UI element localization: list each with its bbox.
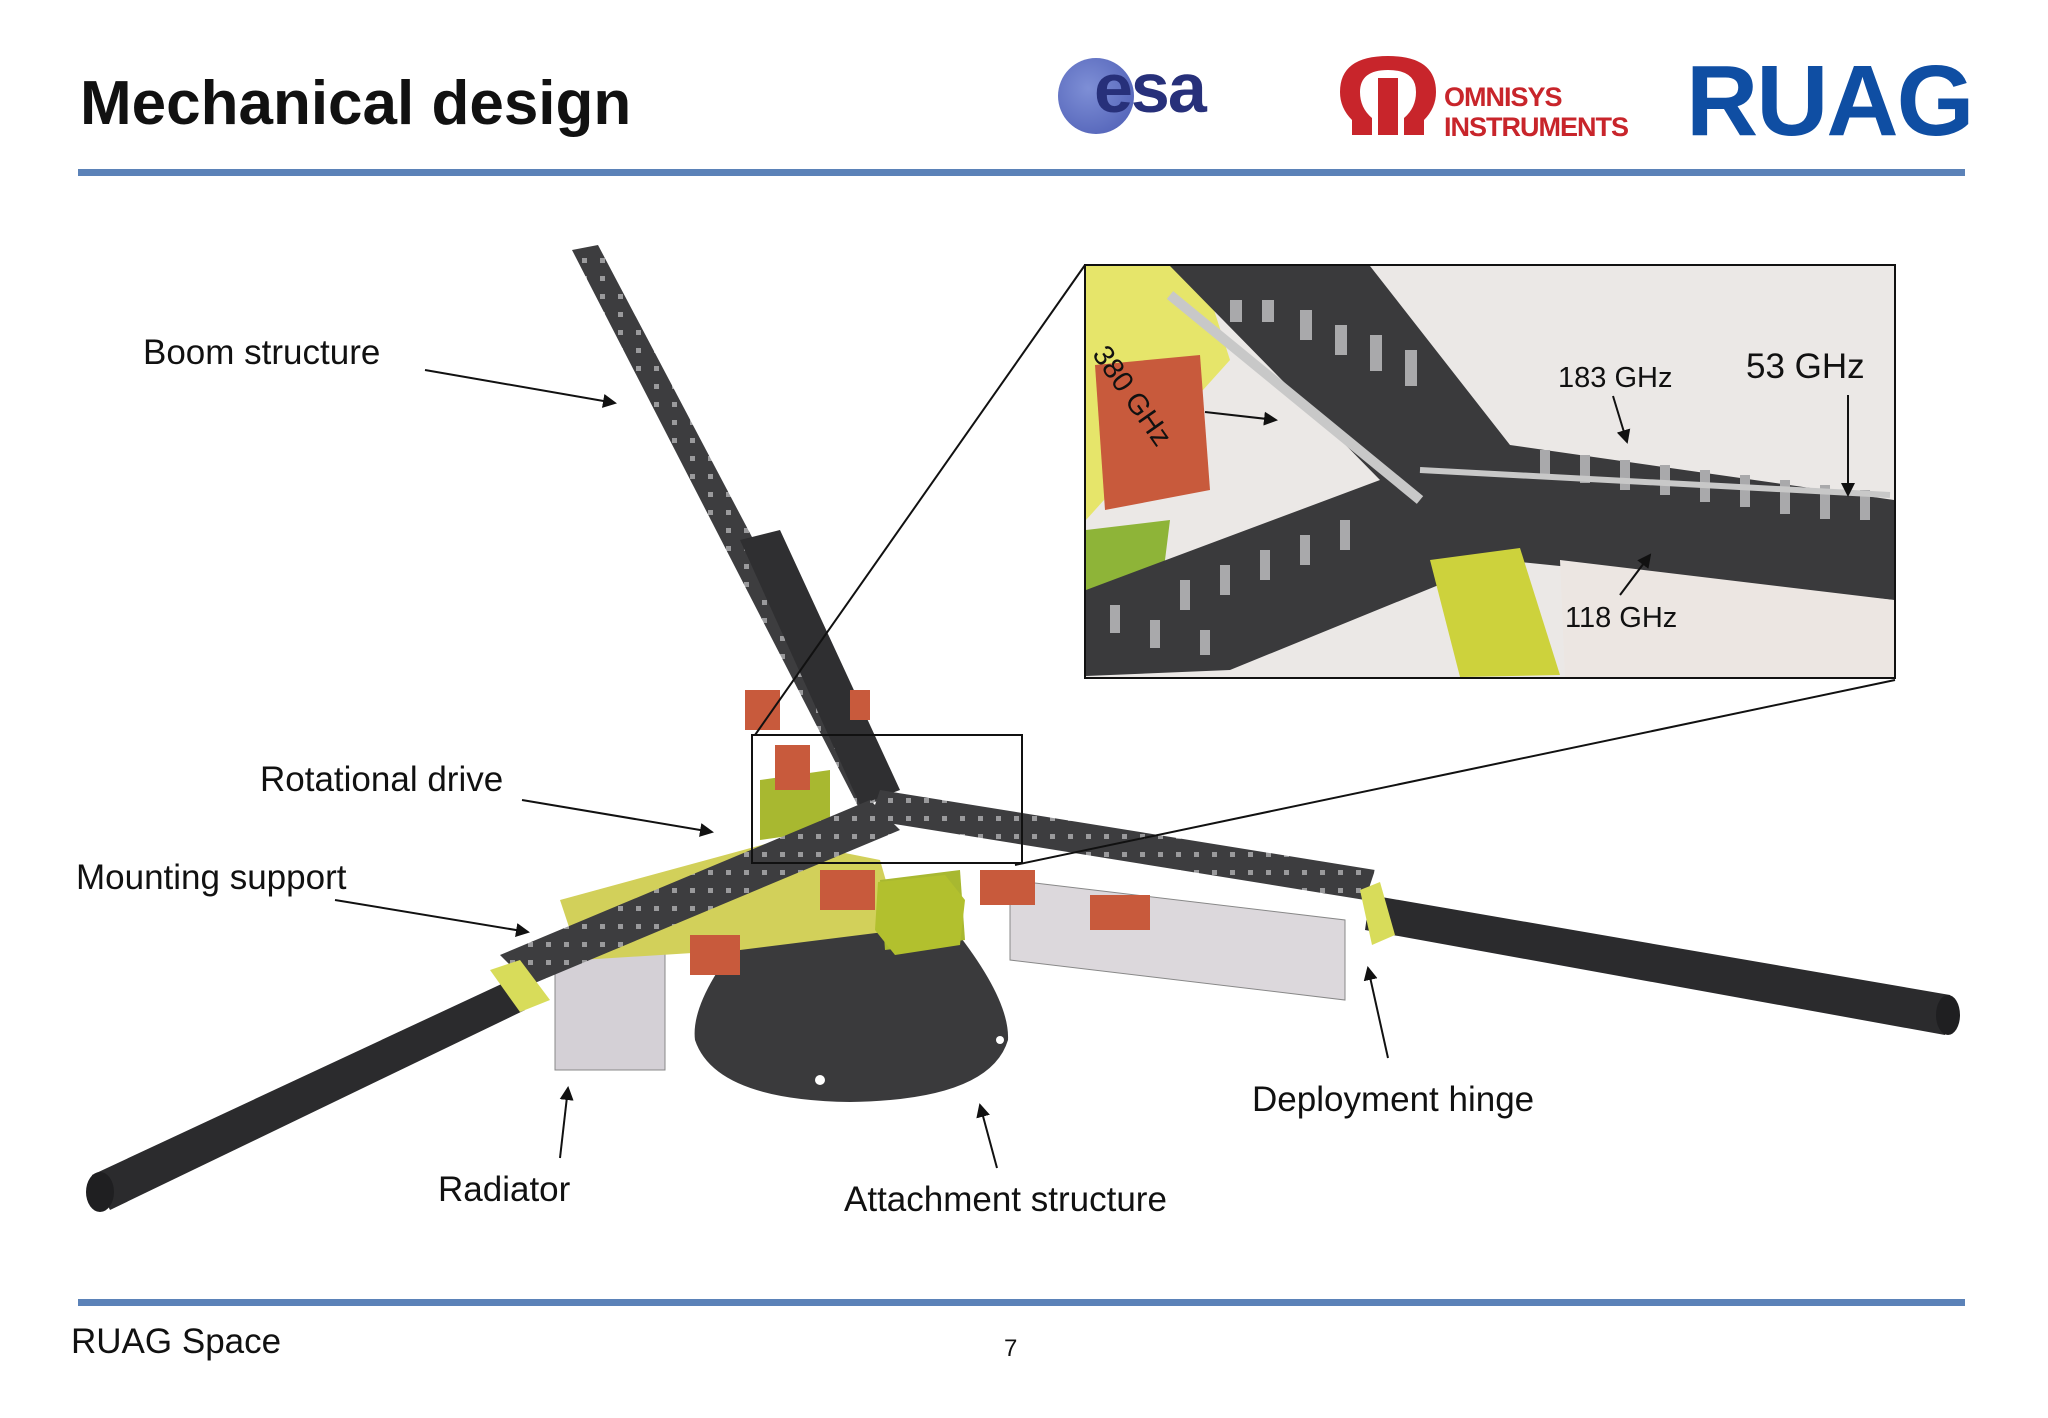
boom-structure — [86, 245, 1960, 1212]
label-deployment-hinge: Deployment hinge — [1252, 1080, 1535, 1119]
omnisys-line-1: OMNISYS — [1444, 82, 1563, 112]
zoom-connector-bottom — [1014, 679, 1896, 866]
radiator-right — [1009, 879, 1346, 1001]
zoom-connector-top — [754, 264, 1086, 736]
ruag-logo: RUAG — [1686, 45, 1974, 157]
arrow-attachment-structure — [976, 1103, 998, 1169]
footer-divider — [78, 1299, 1965, 1306]
electronic-boxes — [690, 690, 1150, 975]
omnisys-line-2: INSTRUMENTS — [1444, 112, 1629, 142]
omnisys-logo-text: OMNISYS INSTRUMENTS — [1444, 82, 1629, 142]
attachment-structure — [694, 930, 1009, 1102]
arrow-rotational-drive — [521, 799, 714, 837]
inset-detail-view — [1084, 264, 1896, 679]
esa-logo-text: esa — [1094, 49, 1207, 127]
deployment-hinge-right — [1360, 882, 1395, 945]
deployment-hinge-left — [490, 960, 550, 1012]
label-53ghz: 53 GHz — [1746, 347, 1865, 386]
page-title: Mechanical design — [80, 69, 632, 138]
arrow-boom-structure — [424, 369, 617, 408]
arrow-deployment-hinge — [1363, 966, 1389, 1059]
arrow-118ghz — [1619, 553, 1652, 596]
header-divider — [78, 169, 1965, 176]
arrow-radiator — [559, 1086, 574, 1159]
rotational-drive — [875, 875, 965, 955]
esa-logo-mark — [1058, 58, 1134, 134]
label-radiator: Radiator — [438, 1170, 571, 1209]
zoom-source-box — [751, 734, 1023, 864]
arrow-mounting-support — [334, 899, 530, 937]
label-118ghz: 118 GHz — [1565, 602, 1678, 634]
arrow-380ghz — [1204, 411, 1278, 426]
label-mounting-support: Mounting support — [76, 858, 347, 897]
page-number: 7 — [1004, 1335, 1018, 1362]
label-boom-structure: Boom structure — [143, 333, 381, 372]
footer-company: RUAG Space — [71, 1322, 282, 1361]
label-183ghz: 183 GHz — [1558, 362, 1673, 394]
label-rotational-drive: Rotational drive — [260, 760, 504, 799]
arrow-183ghz — [1612, 395, 1631, 444]
label-attachment-structure: Attachment structure — [844, 1180, 1167, 1219]
